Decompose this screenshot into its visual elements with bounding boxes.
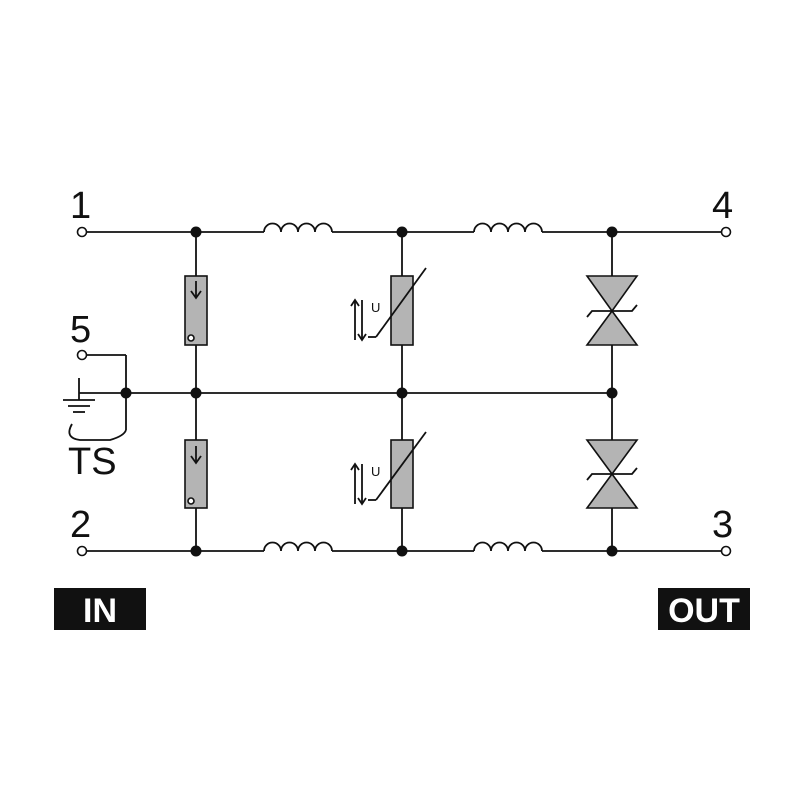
terminal-2-icon: [76, 545, 88, 557]
terminal-5-label: 5: [70, 309, 91, 351]
terminal-4-label: 4: [712, 185, 733, 227]
terminal-3-label: 3: [712, 504, 733, 546]
gas-discharge-tube-bottom: [184, 439, 208, 509]
out-tag-label: OUT: [668, 592, 740, 630]
gas-discharge-tube-top: [184, 275, 208, 346]
out-tag: OUT: [658, 588, 750, 630]
ts-label: TS: [68, 441, 117, 483]
tvs-diode-bottom: [585, 439, 639, 509]
terminal-5-icon: [76, 349, 88, 361]
junction-dots: [120, 226, 618, 557]
terminal-1-icon: [76, 226, 88, 238]
voltage-label-top: U: [371, 300, 380, 315]
ground-symbol-icon: [63, 399, 95, 413]
terminal-3-icon: [720, 545, 732, 557]
tvs-diode-top: [585, 275, 639, 346]
terminal-1-label: 1: [70, 185, 91, 227]
varistor-top: U: [350, 267, 427, 346]
terminal-4-icon: [720, 226, 732, 238]
bottom-rail: [85, 541, 722, 552]
thermal-switch-symbol-icon: [68, 423, 127, 441]
varistor-bottom: U: [350, 431, 427, 509]
voltage-label-bottom: U: [371, 464, 380, 479]
terminal-5-connection: [78, 354, 127, 430]
terminal-2-label: 2: [70, 504, 91, 546]
in-tag: IN: [54, 588, 146, 630]
terminal-circles: [76, 226, 732, 557]
in-tag-label: IN: [83, 592, 117, 630]
